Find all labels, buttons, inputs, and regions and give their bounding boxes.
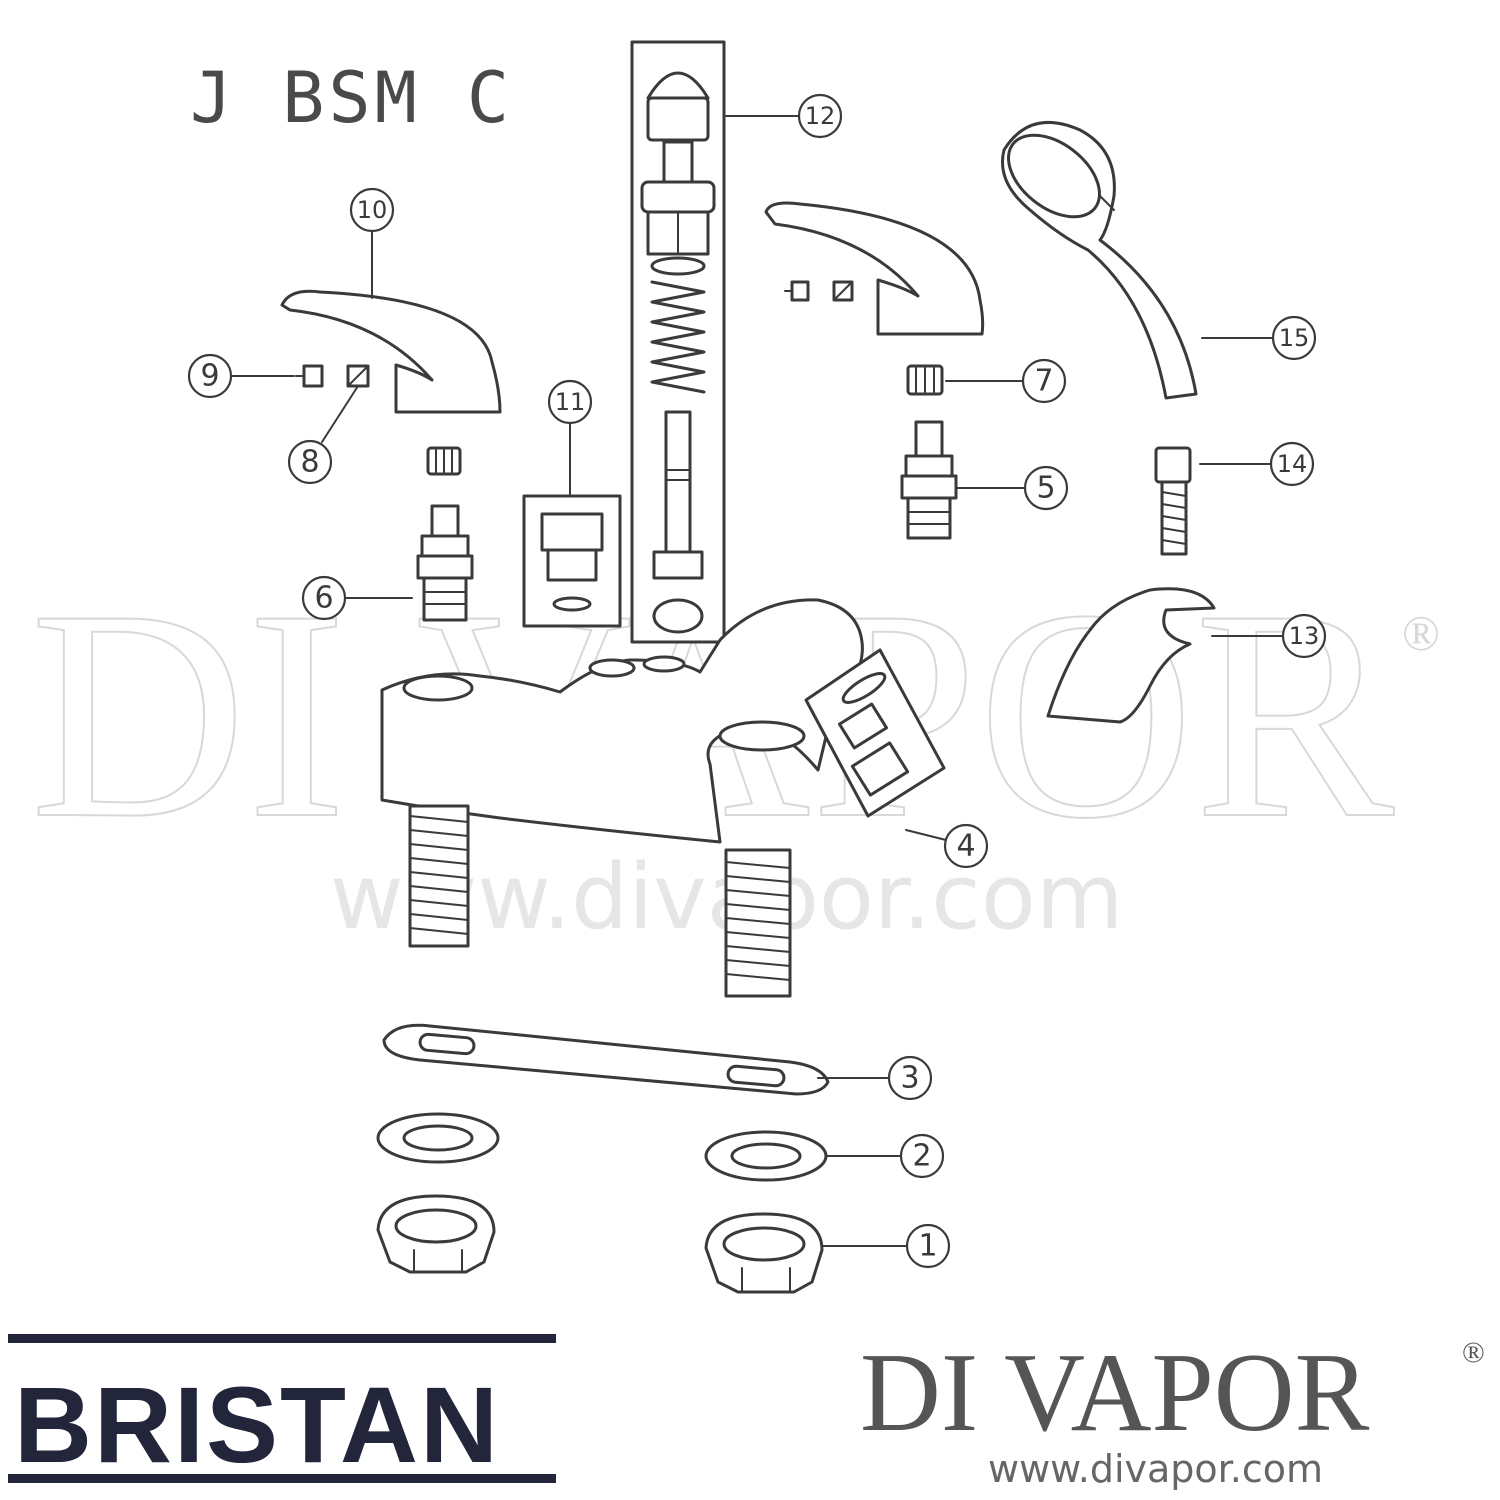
- callout-label: 12: [805, 102, 836, 130]
- callout-label: 3: [900, 1061, 919, 1096]
- callout-label: 11: [555, 388, 586, 416]
- lever-handle-right: [764, 201, 985, 336]
- callout-6: 6: [301, 575, 347, 621]
- callout-label: 1: [918, 1229, 937, 1264]
- callout-label: 2: [912, 1139, 931, 1174]
- callout-label: 10: [357, 196, 388, 224]
- callout-7: 7: [1021, 358, 1067, 404]
- part-3-base-gasket: [382, 1023, 830, 1096]
- part-5-valve-cartridge: [900, 420, 958, 540]
- screw-right: [784, 280, 810, 302]
- leader-lines: [231, 115, 1283, 1247]
- part-10-lever-handle: [280, 289, 502, 414]
- callout-label: 7: [1034, 364, 1053, 399]
- callout-13: 13: [1281, 613, 1327, 659]
- bristan-wordmark: BRISTAN: [14, 1364, 500, 1485]
- callout-4: 4: [943, 823, 989, 869]
- callout-label: 9: [200, 359, 219, 394]
- callout-label: 8: [300, 445, 319, 480]
- callout-2: 2: [899, 1133, 945, 1179]
- part-1-backnut: [376, 1194, 824, 1294]
- callout-label: 6: [314, 581, 333, 616]
- callout-14: 14: [1269, 441, 1315, 487]
- part-14-hose-connector: [1154, 446, 1192, 556]
- callout-label: 13: [1289, 622, 1320, 650]
- part-2-washer: [376, 1112, 828, 1182]
- spline-adaptor-left: [426, 446, 462, 476]
- callout-15: 15: [1271, 315, 1317, 361]
- callout-12: 12: [797, 93, 843, 139]
- divapor-logo: DI VAPOR ® www.divapor.com: [860, 1331, 1485, 1491]
- callout-8: 8: [287, 439, 333, 485]
- callout-label: 14: [1277, 450, 1308, 478]
- part-12-diverter-assembly: [630, 40, 726, 644]
- watermark-registered-mark: ®: [1402, 605, 1440, 661]
- part-9-screw: [295, 364, 324, 388]
- callout-1: 1: [905, 1223, 951, 1269]
- callout-3: 3: [887, 1055, 933, 1101]
- part-6-valve-cartridge: [416, 504, 474, 622]
- divapor-wordmark: DI VAPOR: [860, 1331, 1370, 1455]
- part-15-shower-handset: [1001, 121, 1198, 400]
- callout-10: 10: [349, 187, 395, 233]
- part-4-diverter-kit: [804, 648, 946, 818]
- bristan-logo: BRISTAN: [8, 1334, 556, 1485]
- divapor-url: www.divapor.com: [988, 1447, 1323, 1491]
- cap-right: [832, 280, 854, 302]
- callout-5: 5: [1023, 465, 1069, 511]
- callout-9: 9: [187, 353, 233, 399]
- callout-11: 11: [547, 379, 593, 425]
- divapor-registered-mark: ®: [1462, 1336, 1485, 1369]
- model-code: J BSM C: [190, 57, 513, 139]
- callout-label: 15: [1279, 324, 1310, 352]
- part-7-spline-adaptor: [906, 364, 944, 396]
- callout-label: 5: [1036, 471, 1055, 506]
- part-11-seal-kit: [522, 494, 622, 628]
- callout-label: 4: [956, 829, 975, 864]
- part-8-cap: [346, 364, 370, 388]
- part-13-handset-bracket: [1046, 587, 1216, 724]
- tap-body: [380, 598, 864, 998]
